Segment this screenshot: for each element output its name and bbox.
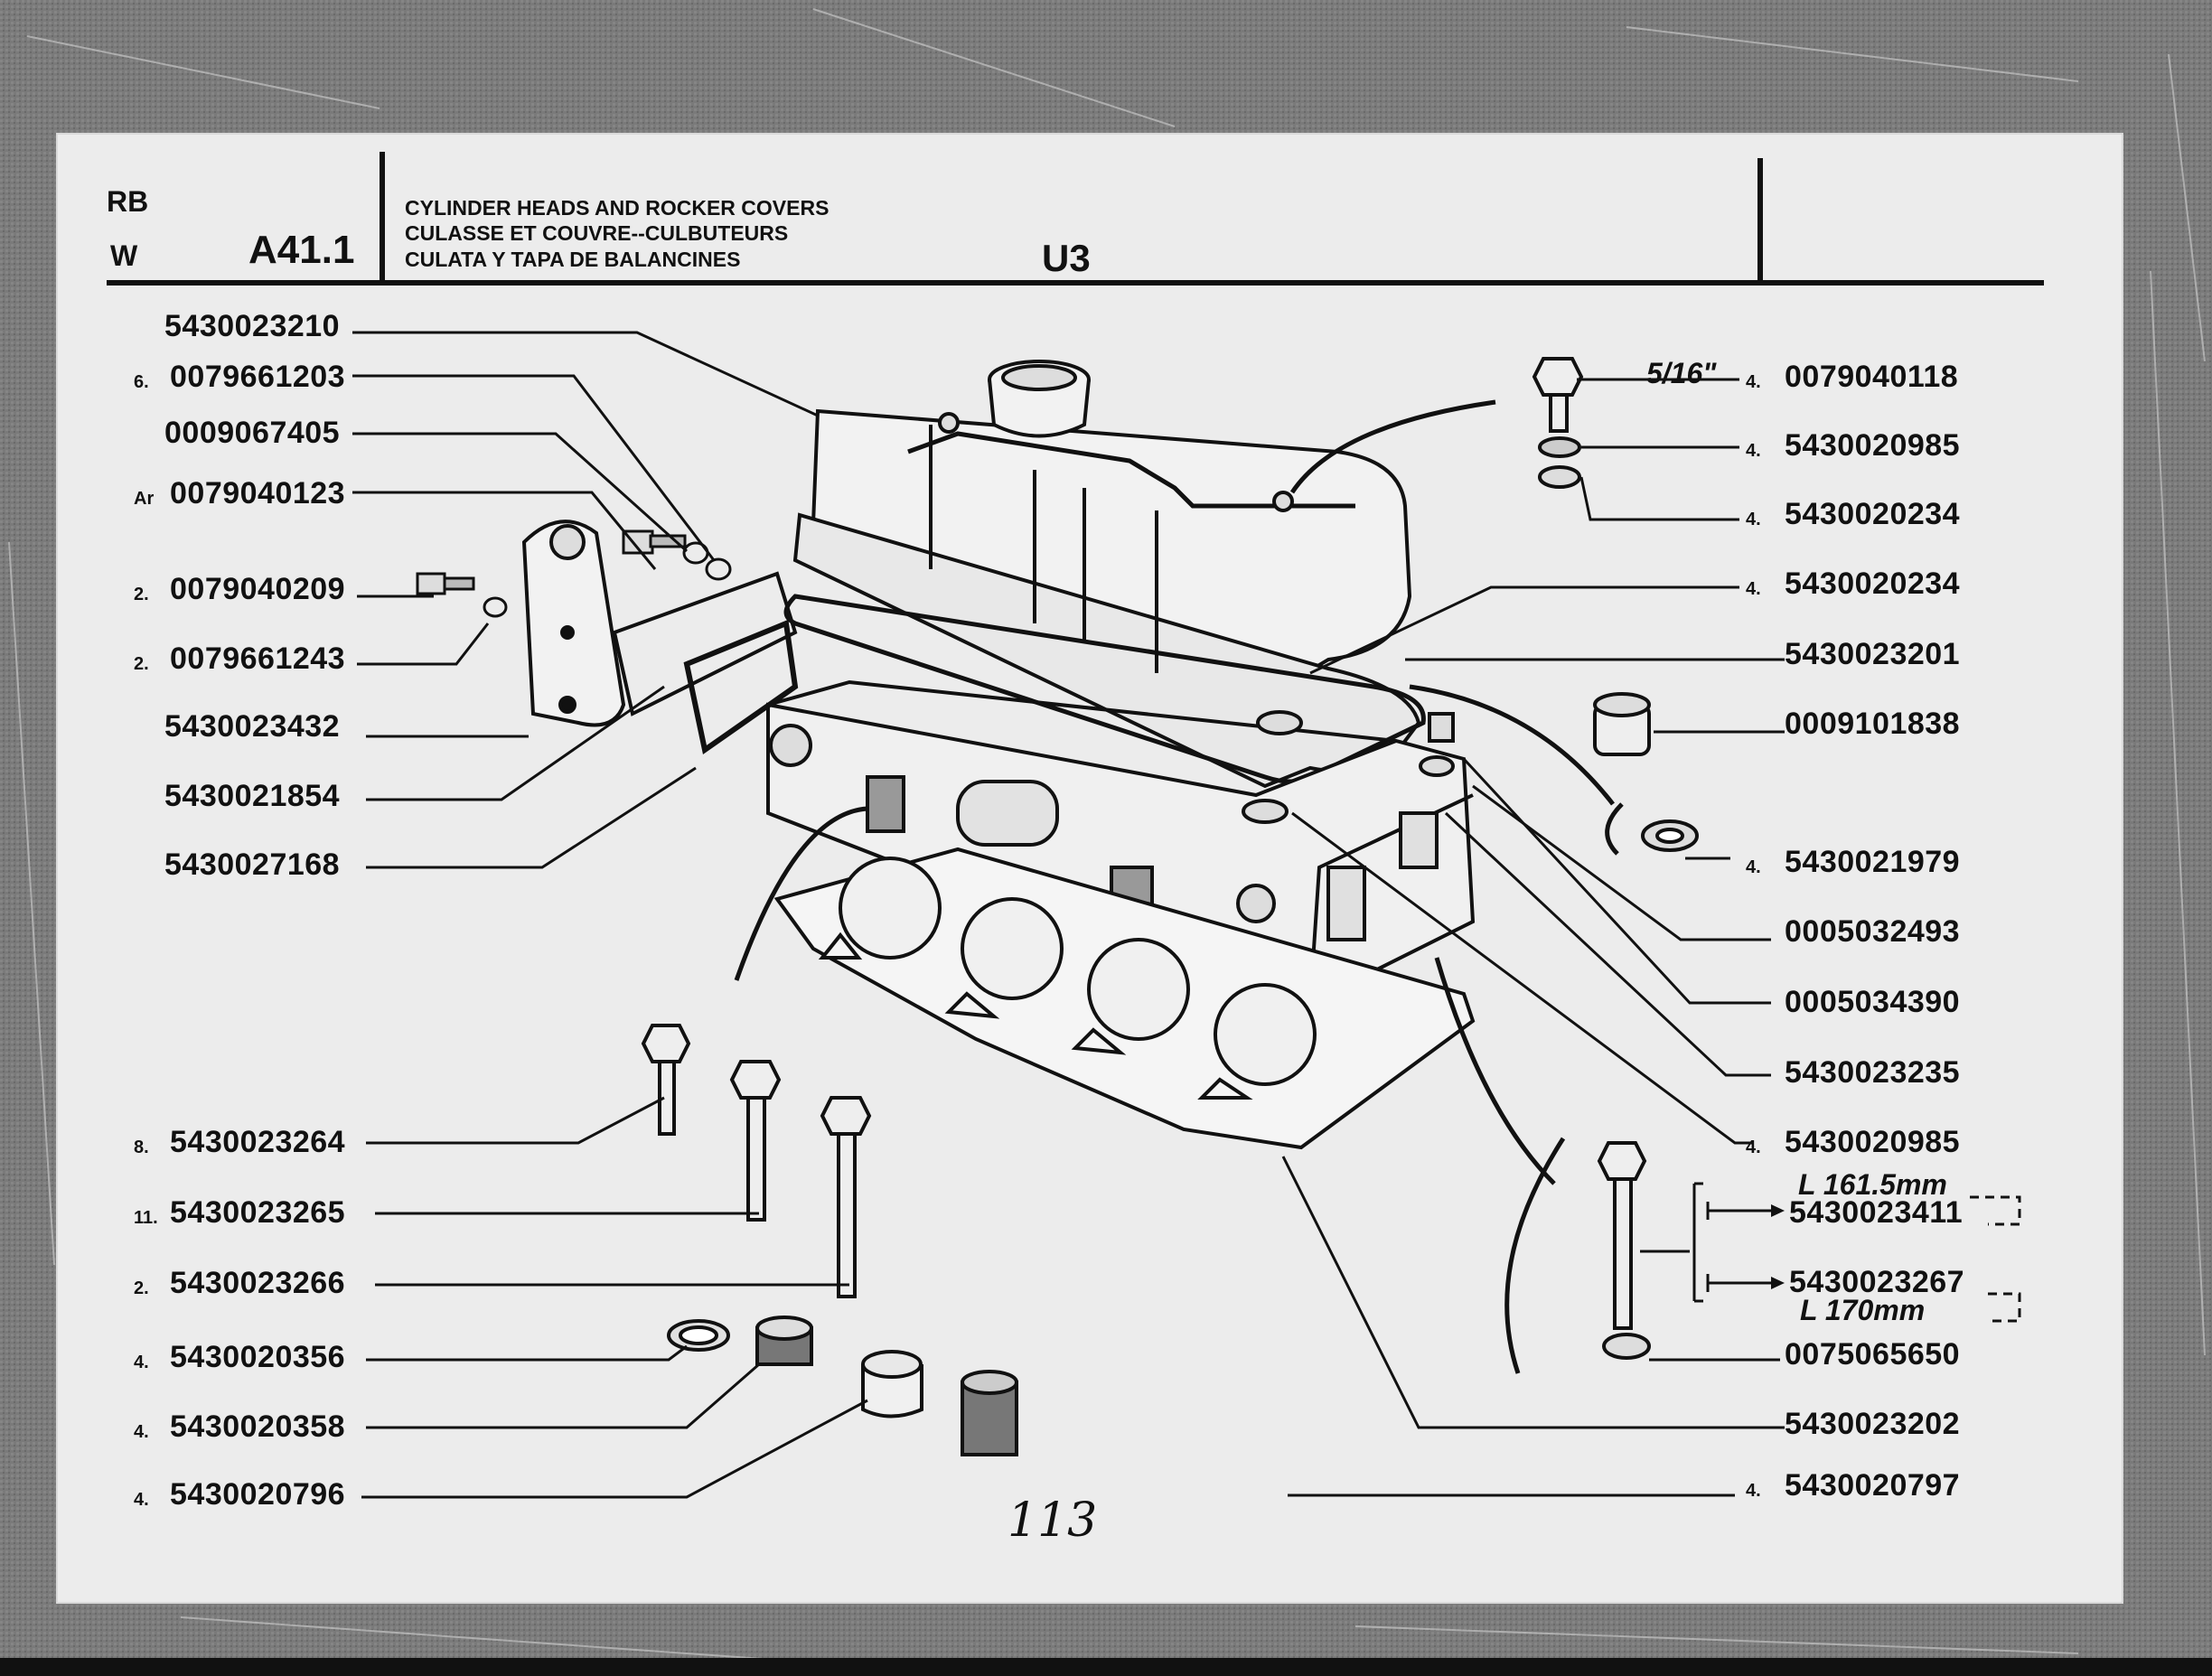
part-number: 0009067405 [164,416,341,450]
part-quantity: 2. [134,585,149,604]
part-number: 5430020356 [170,1340,346,1374]
head-gasket [773,847,1476,1150]
part-quantity: 8. [134,1138,149,1157]
part-quantity: 4. [1746,510,1761,529]
washers-and-sleeves [667,692,1699,1456]
title-english: CYLINDER HEADS AND ROCKER COVERS [405,196,830,220]
part-number: 0005032493 [1785,914,1961,949]
market-code: RB [107,185,149,218]
thread-size-label: 5/16" [1646,357,1717,389]
part-number: 5430023235 [1785,1055,1961,1090]
part-number: 5430020234 [1785,566,1961,601]
part-number: 5430020796 [170,1477,346,1512]
bolt-length-label-1: L 161.5mm [1798,1168,1947,1201]
part-quantity: Ar [134,489,155,509]
part-quantity: 4. [1746,372,1761,392]
part-quantity: 4. [134,1490,149,1510]
section-number: A41.1 [248,228,355,272]
rocker-cover [792,360,1421,789]
part-number: 0009101838 [1785,707,1961,741]
part-number: 5430023210 [164,309,341,343]
part-number: 5430020358 [170,1409,346,1444]
part-number: 5430021979 [1785,845,1961,879]
part-quantity: 2. [134,1278,149,1298]
part-quantity: 4. [134,1422,149,1442]
page-number-handwritten: 113 [1008,1493,1097,1548]
part-number: 5430021854 [164,779,341,813]
part-quantity: 4. [1746,857,1761,877]
market-code-2: W [110,239,138,272]
part-number: 5430020234 [1785,497,1961,531]
part-quantity: 4. [1746,1481,1761,1501]
part-number: 0079040118 [1785,360,1959,394]
part-number: 5430023201 [1785,637,1961,671]
part-number: 0005034390 [1785,985,1961,1019]
leader-lines [352,331,1785,1499]
part-number: 5430020797 [1785,1468,1961,1503]
lifting-bracket [521,520,626,727]
part-number: 5430023265 [170,1195,346,1230]
model-code: U3 [1042,237,1091,279]
part-quantity: 4. [1746,1138,1761,1157]
part-number: 0079040123 [170,476,346,510]
part-quantity: 4. [134,1353,149,1372]
part-quantity: 6. [134,372,149,392]
part-number: 5430023432 [164,709,341,744]
part-quantity: 4. [1746,579,1761,599]
part-number: 5430023266 [170,1266,346,1300]
part-number: 5430020985 [1785,428,1961,463]
cylinder-head [766,679,1476,1005]
cover-stud-assembly [1532,357,1584,489]
head-bolts [641,1024,1647,1330]
part-quantity: 2. [134,654,149,674]
part-quantity: 11. [134,1208,158,1228]
side-cover-plate [612,571,799,755]
title-spanish: CULATA Y TAPA DE BALANCINES [405,248,741,271]
part-number: 0079040209 [170,572,346,606]
part-number: 5430023264 [170,1125,346,1159]
part-number: 0075065650 [1785,1337,1961,1372]
part-quantity: 4. [1746,441,1761,461]
part-number: 0079661203 [170,360,346,394]
part-number: 5430027168 [164,847,341,882]
part-number: 0079661243 [170,641,346,676]
part-number: 5430020985 [1785,1125,1961,1159]
title-french: CULASSE ET COUVRE--CULBUTEURS [405,221,789,245]
bolt-variant-code-1: 5430023411 [1789,1195,1964,1230]
bolt-variant-code-2: 5430023267 [1789,1265,1965,1299]
part-number: 5430023202 [1785,1407,1961,1441]
bolt-length-label-2: L 170mm [1800,1294,1926,1326]
